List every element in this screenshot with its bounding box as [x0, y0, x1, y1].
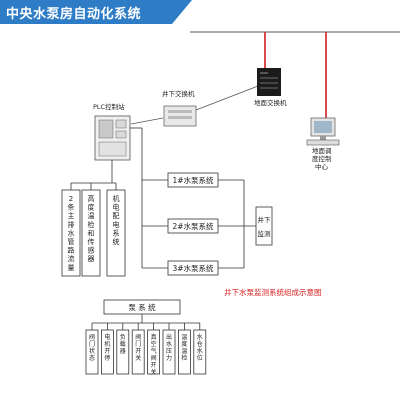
- svg-text:泵 系 统: 泵 系 统: [128, 302, 156, 312]
- vertical-label-char: 阀: [135, 333, 141, 341]
- vertical-label-char: 高: [88, 194, 95, 203]
- pump-system-2: 2#水泵系统: [167, 218, 219, 234]
- pump-system-1: 1#水泵系统: [167, 172, 219, 188]
- vertical-label-char: 量: [68, 264, 75, 272]
- vertical-label-char: 水: [197, 333, 203, 341]
- vertical-label-char: 出: [166, 333, 172, 341]
- vertical-label-char: 关: [135, 354, 141, 362]
- vertical-label-char: 度: [181, 340, 187, 348]
- vertical-label-char: 路: [68, 246, 75, 255]
- vertical-label-char: 空: [151, 340, 157, 348]
- vertical-label-char: 统: [113, 237, 120, 246]
- vertical-label-char: 传: [88, 237, 95, 246]
- svg-text:2#水泵系统: 2#水泵系统: [172, 221, 214, 231]
- vertical-label-char: 关: [151, 368, 157, 376]
- vertical-label-char: 力: [166, 354, 172, 362]
- header-banner: 中央水泵房自动化系统: [0, 0, 192, 24]
- vertical-label-char: 真: [151, 333, 157, 341]
- svg-text:地面调: 地面调: [312, 146, 332, 155]
- vertical-label-char: 门: [89, 340, 95, 348]
- vertical-label-char: 门: [135, 340, 141, 348]
- vertical-label-char: 器: [88, 255, 95, 263]
- vertical-label-char: 压: [166, 348, 172, 355]
- vertical-label-char: 配: [113, 212, 120, 220]
- vertical-label-char: 和: [88, 228, 95, 237]
- vertical-label-char: 温: [88, 211, 95, 220]
- vertical-label-char: 流: [68, 254, 75, 263]
- vertical-label-char: 停: [104, 354, 110, 362]
- vertical-label-char: 开: [151, 362, 157, 369]
- vertical-label-char: 主: [68, 211, 75, 220]
- vertical-label-char: 机: [104, 340, 110, 348]
- vertical-label-char: 检: [181, 354, 187, 362]
- svg-text:监测: 监测: [258, 229, 272, 238]
- underground-switch-icon: [163, 105, 197, 127]
- surface-switch-label: 地面交换机: [254, 98, 287, 107]
- surface-switch-icon: [257, 68, 281, 96]
- svg-text:中心: 中心: [315, 162, 329, 171]
- page-title: 中央水泵房自动化系统: [6, 7, 142, 22]
- vertical-label-char: 2: [69, 195, 73, 203]
- vertical-label-char: 水: [197, 347, 203, 355]
- vertical-label-char: 系: [113, 228, 120, 237]
- computer-icon: [306, 117, 340, 146]
- vertical-label-char: 条: [68, 203, 75, 212]
- vertical-label-char: 仓: [197, 340, 203, 348]
- vertical-label-char: 状: [89, 347, 95, 355]
- control-center-label: 地面调 度控制 中心: [312, 146, 332, 171]
- svg-text:1#水泵系统: 1#水泵系统: [172, 175, 214, 185]
- vertical-label-char: 位: [197, 354, 203, 362]
- svg-text:3#水泵系统: 3#水泵系统: [172, 263, 214, 273]
- vertical-label-char: 阀: [151, 354, 157, 362]
- vertical-label-char: 器: [120, 348, 126, 355]
- vertical-label-char: 负: [120, 333, 126, 341]
- pump-system-3: 3#水泵系统: [167, 260, 219, 276]
- vertical-label-char: 载: [120, 340, 126, 348]
- link-switch-underground: [195, 85, 259, 111]
- pump-system-item: 负载器: [116, 329, 130, 375]
- vertical-label-char: 机: [113, 194, 120, 203]
- vertical-label-char: 电: [113, 220, 120, 229]
- vertical-label-char: 排: [68, 220, 75, 229]
- vertical-label-char: 电: [104, 333, 110, 341]
- vertical-label-char: 阀: [89, 333, 95, 341]
- vertical-label-char: 开: [135, 348, 141, 355]
- plc-station-label: PLC控制站: [93, 102, 125, 111]
- diagram-caption: 井下水泵监测系统组成示意图: [224, 287, 322, 297]
- vertical-label-char: 态: [89, 354, 95, 362]
- vertical-label-char: 温: [181, 347, 187, 355]
- vertical-label-char: 管: [68, 237, 75, 246]
- vertical-label-char: 水: [68, 228, 75, 237]
- plc-cabinet-icon: [94, 115, 131, 161]
- svg-text:井下: 井下: [258, 215, 272, 224]
- vertical-label-char: 气: [151, 347, 157, 355]
- pump-system-root: 泵 系 统: [103, 299, 181, 315]
- vertical-label-char: 度: [88, 203, 95, 212]
- link-underground-plc: [130, 117, 164, 125]
- vertical-label-char: 温: [181, 333, 187, 341]
- monitoring-box: 井下 监测: [255, 206, 273, 246]
- vertical-label-char: 电: [113, 203, 120, 212]
- vertical-label-char: 检: [88, 220, 95, 229]
- svg-text:度控制: 度控制: [312, 154, 332, 163]
- vertical-label-char: 水: [166, 340, 172, 348]
- vertical-label-char: 感: [88, 246, 95, 255]
- vertical-label-char: 开: [104, 348, 110, 355]
- underground-switch-label: 井下交换机: [162, 89, 195, 98]
